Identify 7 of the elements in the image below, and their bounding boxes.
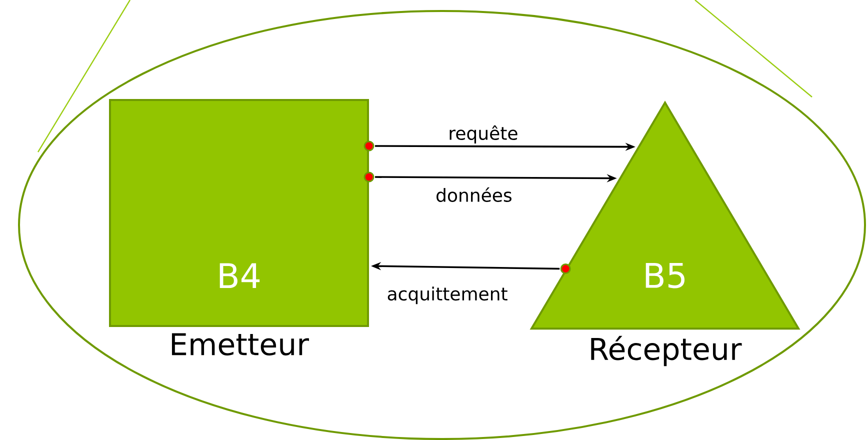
node-label: Récepteur — [591, 336, 742, 366]
square-block: B4 — [109, 99, 369, 327]
edge-label: requête — [447, 124, 520, 144]
edge-label: données — [434, 186, 514, 203]
node-label: Emetteur — [172, 333, 309, 356]
ellipse-outline — [18, 10, 866, 440]
edge-label: acquittement — [386, 286, 509, 306]
